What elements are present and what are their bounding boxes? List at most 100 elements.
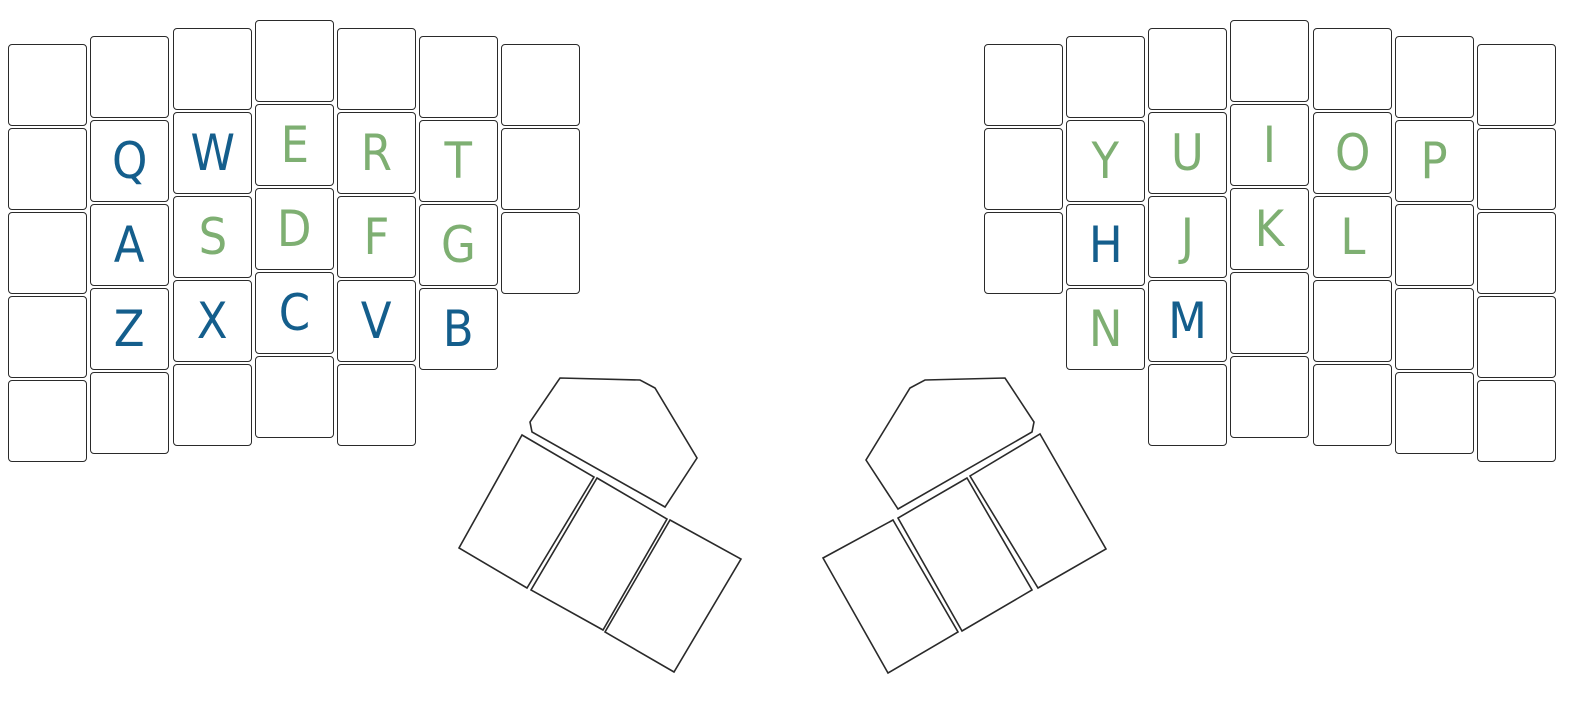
right-key-blank bbox=[1395, 36, 1474, 118]
key-label: O bbox=[1334, 124, 1371, 182]
right-key-blank bbox=[1313, 280, 1392, 362]
key-label: Z bbox=[114, 300, 145, 358]
key-label: S bbox=[198, 208, 227, 266]
left-thumb-key-top bbox=[529, 377, 698, 509]
key-n: N bbox=[1066, 288, 1145, 370]
right-key-blank bbox=[1230, 20, 1309, 102]
key-p: P bbox=[1395, 120, 1474, 202]
left-key-blank bbox=[501, 44, 580, 126]
left-key-blank bbox=[255, 20, 334, 102]
key-label: N bbox=[1088, 300, 1123, 358]
left-thumb-key-3 bbox=[603, 518, 743, 674]
left-key-blank bbox=[337, 364, 416, 446]
right-key-blank bbox=[1477, 380, 1556, 462]
key-label: I bbox=[1262, 116, 1277, 174]
key-label: U bbox=[1171, 124, 1204, 182]
left-key-blank bbox=[501, 212, 580, 294]
right-key-blank bbox=[1230, 272, 1309, 354]
left-thumb-key-2 bbox=[529, 476, 669, 632]
key-h: H bbox=[1066, 204, 1145, 286]
key-label: C bbox=[278, 284, 311, 342]
key-label: V bbox=[361, 292, 392, 350]
key-s: S bbox=[173, 196, 252, 278]
key-a: A bbox=[90, 204, 169, 286]
key-x: X bbox=[173, 280, 252, 362]
key-r: R bbox=[337, 112, 416, 194]
key-label: P bbox=[1420, 132, 1449, 190]
key-label: W bbox=[190, 124, 235, 182]
key-k: K bbox=[1230, 188, 1309, 270]
key-label: Y bbox=[1091, 132, 1120, 190]
key-q: Q bbox=[90, 120, 169, 202]
right-key-blank bbox=[1395, 372, 1474, 454]
right-thumb-key-2 bbox=[896, 476, 1034, 633]
right-key-blank bbox=[1313, 28, 1392, 110]
key-label: L bbox=[1339, 208, 1366, 266]
right-key-blank bbox=[984, 128, 1063, 210]
key-v: V bbox=[337, 280, 416, 362]
left-key-blank bbox=[8, 212, 87, 294]
key-label: A bbox=[114, 216, 145, 274]
right-key-blank bbox=[984, 212, 1063, 294]
key-w: W bbox=[173, 112, 252, 194]
key-g: G bbox=[419, 204, 498, 286]
right-key-blank bbox=[1395, 204, 1474, 286]
key-label: G bbox=[441, 216, 476, 274]
left-key-blank bbox=[419, 36, 498, 118]
right-key-blank bbox=[1477, 296, 1556, 378]
right-key-blank bbox=[1477, 44, 1556, 126]
key-t: T bbox=[419, 120, 498, 202]
left-key-blank bbox=[501, 128, 580, 210]
key-o: O bbox=[1313, 112, 1392, 194]
key-label: K bbox=[1254, 200, 1285, 258]
left-key-blank bbox=[337, 28, 416, 110]
key-label: D bbox=[277, 200, 312, 258]
right-key-blank bbox=[1395, 288, 1474, 370]
left-thumb-cluster bbox=[457, 377, 743, 674]
key-label: E bbox=[280, 116, 309, 174]
right-thumb-key-top bbox=[865, 377, 1035, 511]
key-label: F bbox=[363, 208, 390, 266]
key-f: F bbox=[337, 196, 416, 278]
key-z: Z bbox=[90, 288, 169, 370]
left-key-blank bbox=[90, 372, 169, 454]
left-key-blank bbox=[255, 356, 334, 438]
left-key-blank bbox=[173, 28, 252, 110]
right-key-blank bbox=[1477, 128, 1556, 210]
key-u: U bbox=[1148, 112, 1227, 194]
key-label: H bbox=[1088, 216, 1123, 274]
right-key-blank bbox=[1066, 36, 1145, 118]
key-label: R bbox=[360, 124, 393, 182]
right-key-blank bbox=[1313, 364, 1392, 446]
left-key-blank bbox=[173, 364, 252, 446]
right-thumb-key-3 bbox=[821, 518, 960, 675]
left-key-blank bbox=[8, 128, 87, 210]
right-key-blank bbox=[1148, 28, 1227, 110]
right-key-blank bbox=[1477, 212, 1556, 294]
key-y: Y bbox=[1066, 120, 1145, 202]
key-c: C bbox=[255, 272, 334, 354]
left-key-blank bbox=[8, 44, 87, 126]
key-m: M bbox=[1148, 280, 1227, 362]
key-label: T bbox=[444, 132, 473, 190]
right-thumb-cluster bbox=[821, 377, 1108, 675]
right-thumb-key-1 bbox=[968, 432, 1108, 590]
left-key-blank bbox=[8, 380, 87, 462]
key-e: E bbox=[255, 104, 334, 186]
key-b: B bbox=[419, 288, 498, 370]
key-label: J bbox=[1180, 208, 1195, 266]
left-thumb-key-1 bbox=[457, 433, 596, 590]
key-d: D bbox=[255, 188, 334, 270]
key-label: Q bbox=[111, 132, 148, 190]
key-i: I bbox=[1230, 104, 1309, 186]
right-key-blank bbox=[984, 44, 1063, 126]
left-key-blank bbox=[8, 296, 87, 378]
right-key-blank bbox=[1230, 356, 1309, 438]
key-label: M bbox=[1168, 292, 1207, 350]
key-label: B bbox=[443, 300, 474, 358]
right-key-blank bbox=[1148, 364, 1227, 446]
left-key-blank bbox=[90, 36, 169, 118]
key-l: L bbox=[1313, 196, 1392, 278]
key-label: X bbox=[197, 292, 228, 350]
